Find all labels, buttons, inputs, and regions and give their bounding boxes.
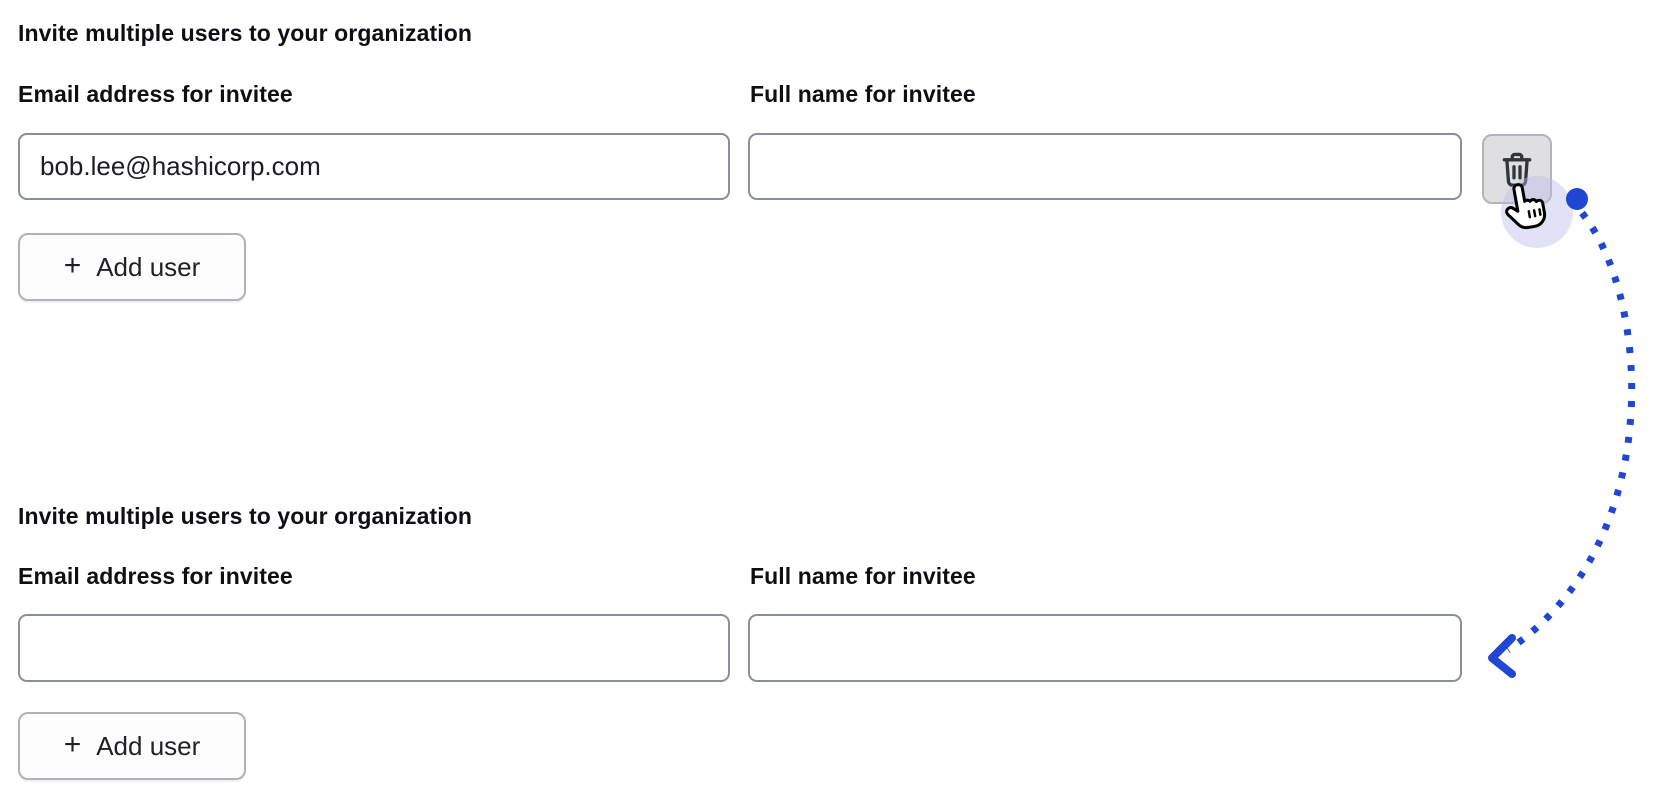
section-heading: Invite multiple users to your organizati… <box>18 20 473 46</box>
full-name-label: Full name for invitee <box>750 81 976 107</box>
add-user-button[interactable]: + Add user <box>18 233 246 301</box>
email-input[interactable] <box>18 133 730 200</box>
trash-icon <box>1498 149 1536 189</box>
email-label: Email address for invitee <box>18 81 293 107</box>
plus-icon: + <box>63 248 82 282</box>
section-heading: Invite multiple users to your organizati… <box>18 503 473 529</box>
add-user-label: Add user <box>96 251 201 282</box>
annotation-arrowhead <box>1488 634 1516 678</box>
email-input[interactable] <box>18 614 730 682</box>
plus-icon: + <box>63 727 82 761</box>
full-name-input[interactable] <box>748 133 1462 200</box>
email-label: Email address for invitee <box>18 563 293 589</box>
full-name-label: Full name for invitee <box>750 563 976 589</box>
add-user-button[interactable]: + Add user <box>18 712 246 780</box>
full-name-input[interactable] <box>748 614 1462 682</box>
delete-row-button[interactable] <box>1482 134 1552 204</box>
annotation-dotted-curve <box>1506 210 1636 653</box>
annotation-dot <box>1566 188 1588 210</box>
add-user-label: Add user <box>96 730 201 761</box>
